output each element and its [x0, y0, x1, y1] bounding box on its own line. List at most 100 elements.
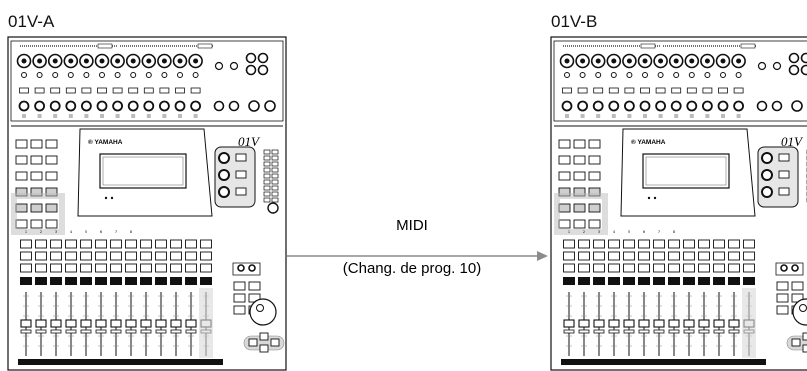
insert-button: [719, 88, 728, 93]
channel-on-button: [579, 252, 590, 260]
channel-name-strip: [110, 277, 122, 285]
fader-cap-lower: [639, 330, 649, 333]
xlr-pin-icon: [580, 59, 585, 64]
channel-sel-button: [714, 240, 725, 248]
utility-button: [249, 282, 260, 290]
function-button: [574, 140, 585, 148]
insert-button: [35, 88, 44, 93]
stereo-jack-icon: [259, 54, 268, 63]
function-button: [16, 156, 27, 164]
channel-sel-button: [36, 240, 47, 248]
fader-cap-lower: [579, 330, 589, 333]
function-button: [574, 204, 585, 212]
channel-sel-button: [609, 240, 620, 248]
channel-number-tab: [643, 114, 647, 118]
channel-number-tab: [162, 114, 166, 118]
fader-cap-lower: [594, 330, 604, 333]
channel-number-tab: [737, 114, 741, 118]
gain-knob-icon: [20, 102, 29, 111]
channel-name-strip: [80, 277, 92, 285]
channel-name-strip: [200, 277, 212, 285]
channel-sel-button: [579, 240, 590, 248]
meter-segment: [264, 186, 270, 190]
insert-button: [703, 88, 712, 93]
utility-button: [234, 282, 245, 290]
channel-sel-button: [186, 240, 197, 248]
channel-mute-button: [171, 264, 182, 272]
function-button: [589, 156, 600, 164]
xlr-pin-icon: [162, 59, 167, 64]
fader-cap-lower: [126, 330, 136, 333]
xlr-pin-icon: [193, 59, 198, 64]
function-button: [31, 156, 42, 164]
channel-name-strip: [155, 277, 167, 285]
channel-number: 8: [130, 230, 132, 234]
channel-on-button: [36, 252, 47, 260]
gain-knob-icon: [641, 102, 650, 111]
meter-segment: [264, 198, 270, 202]
trim-knob-icon: [596, 73, 601, 78]
channel-mute-button: [96, 264, 107, 272]
insert-button: [594, 88, 603, 93]
channel-on-button: [126, 252, 137, 260]
gain-knob-icon: [687, 102, 696, 111]
channel-number: 6: [643, 230, 645, 234]
fader-cap-lower: [81, 330, 91, 333]
stereo-jack-icon: [259, 66, 268, 75]
insert-button: [66, 88, 75, 93]
channel-number: 7: [658, 230, 660, 234]
channel-number: 7: [115, 230, 117, 234]
function-button: [31, 220, 42, 228]
channel-on-button: [201, 252, 212, 260]
xlr-pin-icon: [611, 59, 616, 64]
channel-mute-button: [141, 264, 152, 272]
channel-mute-button: [564, 264, 575, 272]
indicator-led: [105, 197, 107, 199]
gain-knob-icon: [144, 102, 153, 111]
gain-knob-icon: [578, 102, 587, 111]
function-button: [559, 220, 570, 228]
fader-cap: [624, 320, 634, 327]
trim-knob-icon: [131, 73, 136, 78]
meter-segment: [264, 156, 270, 160]
function-button: [46, 220, 57, 228]
fader-cap-lower: [96, 330, 106, 333]
channel-number-tab: [627, 114, 631, 118]
insert-button: [51, 88, 60, 93]
channel-name-strip: [743, 277, 755, 285]
channel-sel-button: [624, 240, 635, 248]
encoder-knob-icon: [762, 170, 772, 180]
stereo-jack-icon: [790, 54, 799, 63]
channel-sel-button: [111, 240, 122, 248]
gain-knob-icon: [672, 102, 681, 111]
function-button: [559, 140, 570, 148]
stereo-jack-icon: [247, 66, 256, 75]
phantom-switch: [641, 44, 655, 48]
function-button: [559, 204, 570, 212]
encoder-button: [779, 154, 789, 161]
xlr-pin-icon: [689, 59, 694, 64]
fader-cap-lower: [684, 330, 694, 333]
fader-cap: [156, 320, 166, 327]
channel-name-strip: [65, 277, 77, 285]
channel-mute-button: [81, 264, 92, 272]
fader-cap-lower: [156, 330, 166, 333]
channel-on-button: [111, 252, 122, 260]
trim-knob-icon: [178, 73, 183, 78]
insert-button: [113, 88, 122, 93]
channel-mute-button: [594, 264, 605, 272]
fader-cap: [126, 320, 136, 327]
channel-name-strip: [653, 277, 665, 285]
channel-number-tab: [612, 114, 616, 118]
fader-cap-lower: [21, 330, 31, 333]
channel-sel-button: [51, 240, 62, 248]
encoder-knob-icon: [219, 153, 229, 163]
xlr-pin-icon: [721, 59, 726, 64]
data-wheel-icon: [250, 299, 276, 325]
xlr-pin-icon: [115, 59, 120, 64]
fader-cap-lower: [699, 330, 709, 333]
channel-mute-button: [699, 264, 710, 272]
stereo-jack-icon: [790, 66, 799, 75]
data-wheel-grip: [257, 305, 264, 312]
insert-button: [563, 88, 572, 93]
